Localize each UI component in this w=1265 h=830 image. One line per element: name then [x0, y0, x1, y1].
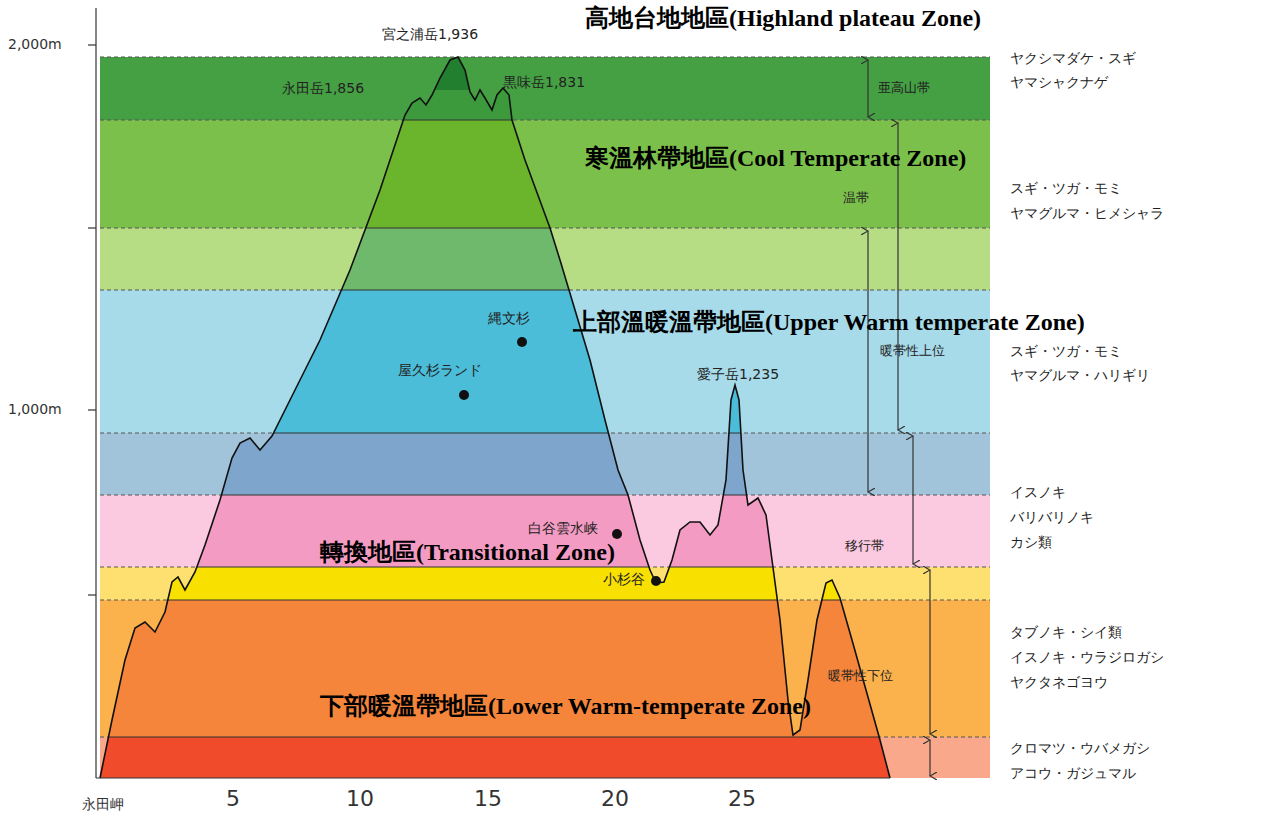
axes — [88, 8, 890, 778]
species-label: イスノキ — [1010, 484, 1066, 501]
species-label: スギ・ツガ・モミ — [1010, 180, 1122, 197]
axis-label: 永田岬 — [82, 796, 124, 813]
species-label: スギ・ツガ・モミ — [1010, 343, 1122, 360]
peak-label: 宮之浦岳1,936 — [382, 26, 478, 43]
range-label: 亜高山帯 — [878, 80, 930, 96]
peak-label: 永田岳1,856 — [282, 80, 364, 97]
axis-number: 5 — [226, 786, 240, 812]
species-label: ヤクシマダケ・スギ — [1010, 50, 1136, 67]
species-label: クロマツ・ウバメガシ — [1010, 740, 1150, 757]
species-label: ヤマグルマ・ヒメシャラ — [1010, 205, 1164, 222]
species-label: バリバリノキ — [1010, 509, 1094, 526]
peak-label: 黒味岳1,831 — [503, 74, 585, 91]
site-label: 白谷雲水峡 — [528, 520, 598, 537]
range-label: 温帯 — [843, 190, 869, 206]
axis-number: 15 — [474, 786, 502, 812]
peak-label: 愛子岳1,235 — [697, 366, 779, 383]
species-label: ヤマシャクナゲ — [1010, 74, 1108, 91]
axis-label: 1,000m — [8, 401, 62, 418]
axis-number: 10 — [346, 786, 374, 812]
axis-number: 25 — [728, 786, 756, 812]
site-label: 縄文杉 — [488, 310, 530, 327]
zone-title: 轉換地區(Transitional Zone) — [320, 538, 615, 567]
axis-number: 20 — [601, 786, 629, 812]
axis-label: 2,000m — [8, 36, 62, 53]
species-label: イスノキ・ウラジロガシ — [1010, 649, 1164, 666]
range-label: 暖帯性上位 — [880, 343, 945, 359]
range-label: 移行帯 — [845, 538, 884, 554]
species-label: カシ類 — [1010, 534, 1052, 551]
species-label: タブノキ・シイ類 — [1010, 624, 1122, 641]
zone-title: 寒溫林帶地區(Cool Temperate Zone) — [585, 144, 966, 173]
site-label: 小杉谷 — [603, 571, 645, 588]
species-label: ヤクタネゴヨウ — [1010, 674, 1108, 691]
species-label: アコウ・ガジュマル — [1010, 765, 1136, 782]
site-label: 屋久杉ランド — [398, 362, 482, 379]
zone-title: 上部溫暖溫帶地區(Upper Warm temperate Zone) — [573, 308, 1085, 337]
zone-title: 高地台地地區(Highland plateau Zone) — [585, 4, 981, 33]
range-label: 暖帯性下位 — [828, 668, 893, 684]
zone-title: 下部暖溫帶地區(Lower Warm-temperate Zone) — [320, 692, 811, 721]
species-label: ヤマグルマ・ハリギリ — [1010, 367, 1150, 384]
